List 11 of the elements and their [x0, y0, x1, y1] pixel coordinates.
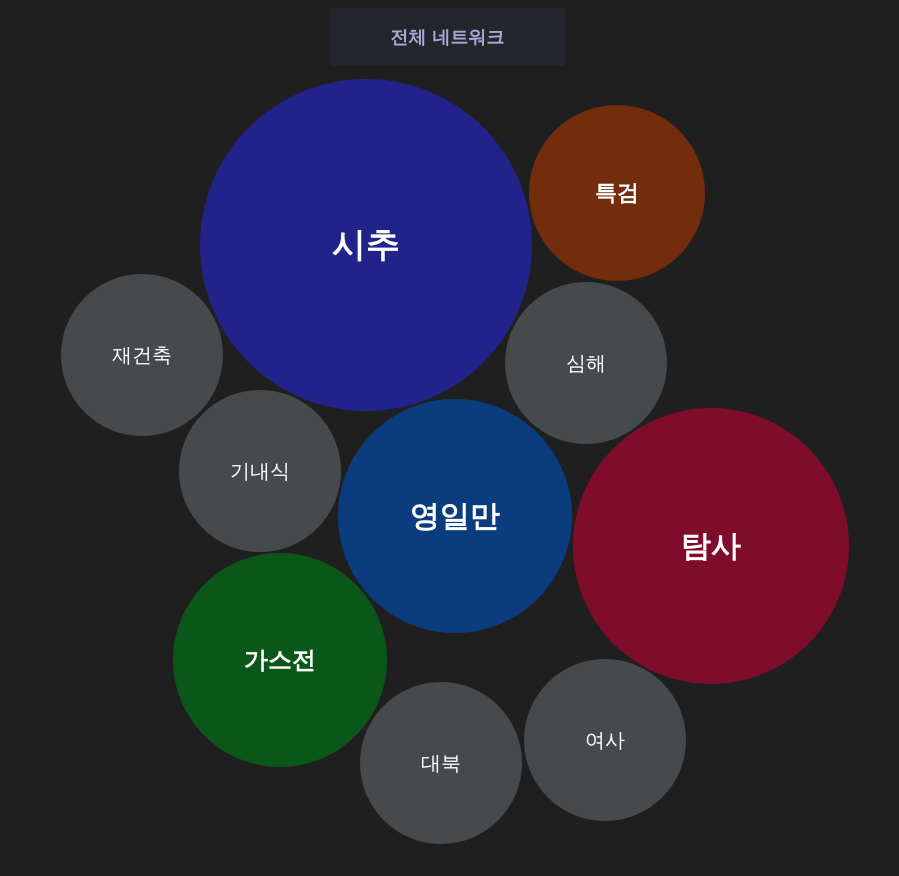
- keyword-bubble: 영일만: [338, 399, 572, 633]
- keyword-bubble: 탐사: [573, 408, 849, 684]
- chart-title: 전체 네트워크: [330, 8, 565, 66]
- keyword-bubble: 가스전: [173, 553, 387, 767]
- keyword-bubble: 시추: [200, 79, 532, 411]
- keyword-bubble: 기내식: [179, 390, 341, 552]
- keyword-bubble: 심해: [505, 282, 667, 444]
- keyword-bubble: 여사: [524, 659, 686, 821]
- keyword-bubble: 대북: [360, 682, 522, 844]
- keyword-bubble: 재건축: [61, 274, 223, 436]
- keyword-bubble: 특검: [529, 105, 705, 281]
